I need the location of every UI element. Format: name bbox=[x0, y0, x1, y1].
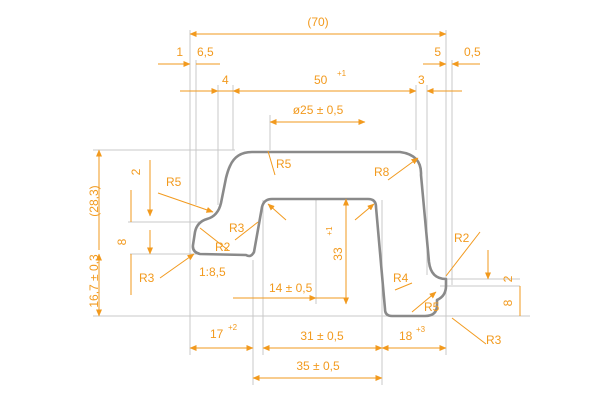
label-18-tolerance: +3 bbox=[416, 325, 426, 334]
extension-lines bbox=[93, 30, 530, 385]
label-r2-left: R2 bbox=[215, 240, 231, 254]
label-phi25: ø25 ± 0,5 bbox=[293, 103, 344, 117]
label-33: 33 bbox=[331, 247, 345, 261]
label-28-3: (28,3) bbox=[87, 185, 101, 216]
label-r5-left: R5 bbox=[166, 175, 182, 189]
label-14: 14 ± 0,5 bbox=[269, 281, 313, 295]
label-50: 50 bbox=[314, 73, 328, 87]
label-r3-inner: R3 bbox=[229, 221, 245, 235]
label-r4: R4 bbox=[393, 271, 409, 285]
label-5: 5 bbox=[434, 45, 441, 59]
label-35: 35 ± 0,5 bbox=[296, 359, 340, 373]
label-2-left: 2 bbox=[129, 168, 143, 175]
rail-profile-outline bbox=[191, 150, 448, 318]
label-total-width: (70) bbox=[307, 15, 328, 29]
label-3: 3 bbox=[418, 73, 425, 87]
label-33-tolerance: +1 bbox=[325, 226, 334, 236]
label-18: 18 bbox=[399, 329, 413, 343]
label-r8: R8 bbox=[374, 165, 390, 179]
label-r5-right: R5 bbox=[424, 300, 440, 314]
label-17: 17 bbox=[210, 327, 224, 341]
label-6-5: 6,5 bbox=[197, 45, 214, 59]
label-31: 31 ± 0,5 bbox=[300, 329, 344, 343]
label-2-right: 2 bbox=[501, 275, 515, 282]
label-r3-left: R3 bbox=[139, 271, 155, 285]
label-17-tolerance: +2 bbox=[228, 323, 238, 332]
label-16-7: 16,7 ± 0,3 bbox=[87, 254, 101, 308]
label-8-left: 8 bbox=[115, 238, 129, 245]
label-r2-right: R2 bbox=[454, 231, 470, 245]
label-r3-right: R3 bbox=[486, 333, 502, 347]
label-r5-top: R5 bbox=[276, 157, 292, 171]
label-50-tolerance: +1 bbox=[337, 69, 347, 78]
dimension-lines bbox=[96, 31, 521, 381]
label-0-5: 0,5 bbox=[464, 45, 481, 59]
label-4: 4 bbox=[222, 73, 229, 87]
dimension-labels: (70) 1 6,5 5 0,5 4 50 +1 3 ø25 ± 0,5 R5 … bbox=[87, 15, 515, 373]
label-8-right: 8 bbox=[501, 299, 515, 306]
label-1: 1 bbox=[176, 45, 183, 59]
label-taper: 1:8,5 bbox=[199, 265, 226, 279]
